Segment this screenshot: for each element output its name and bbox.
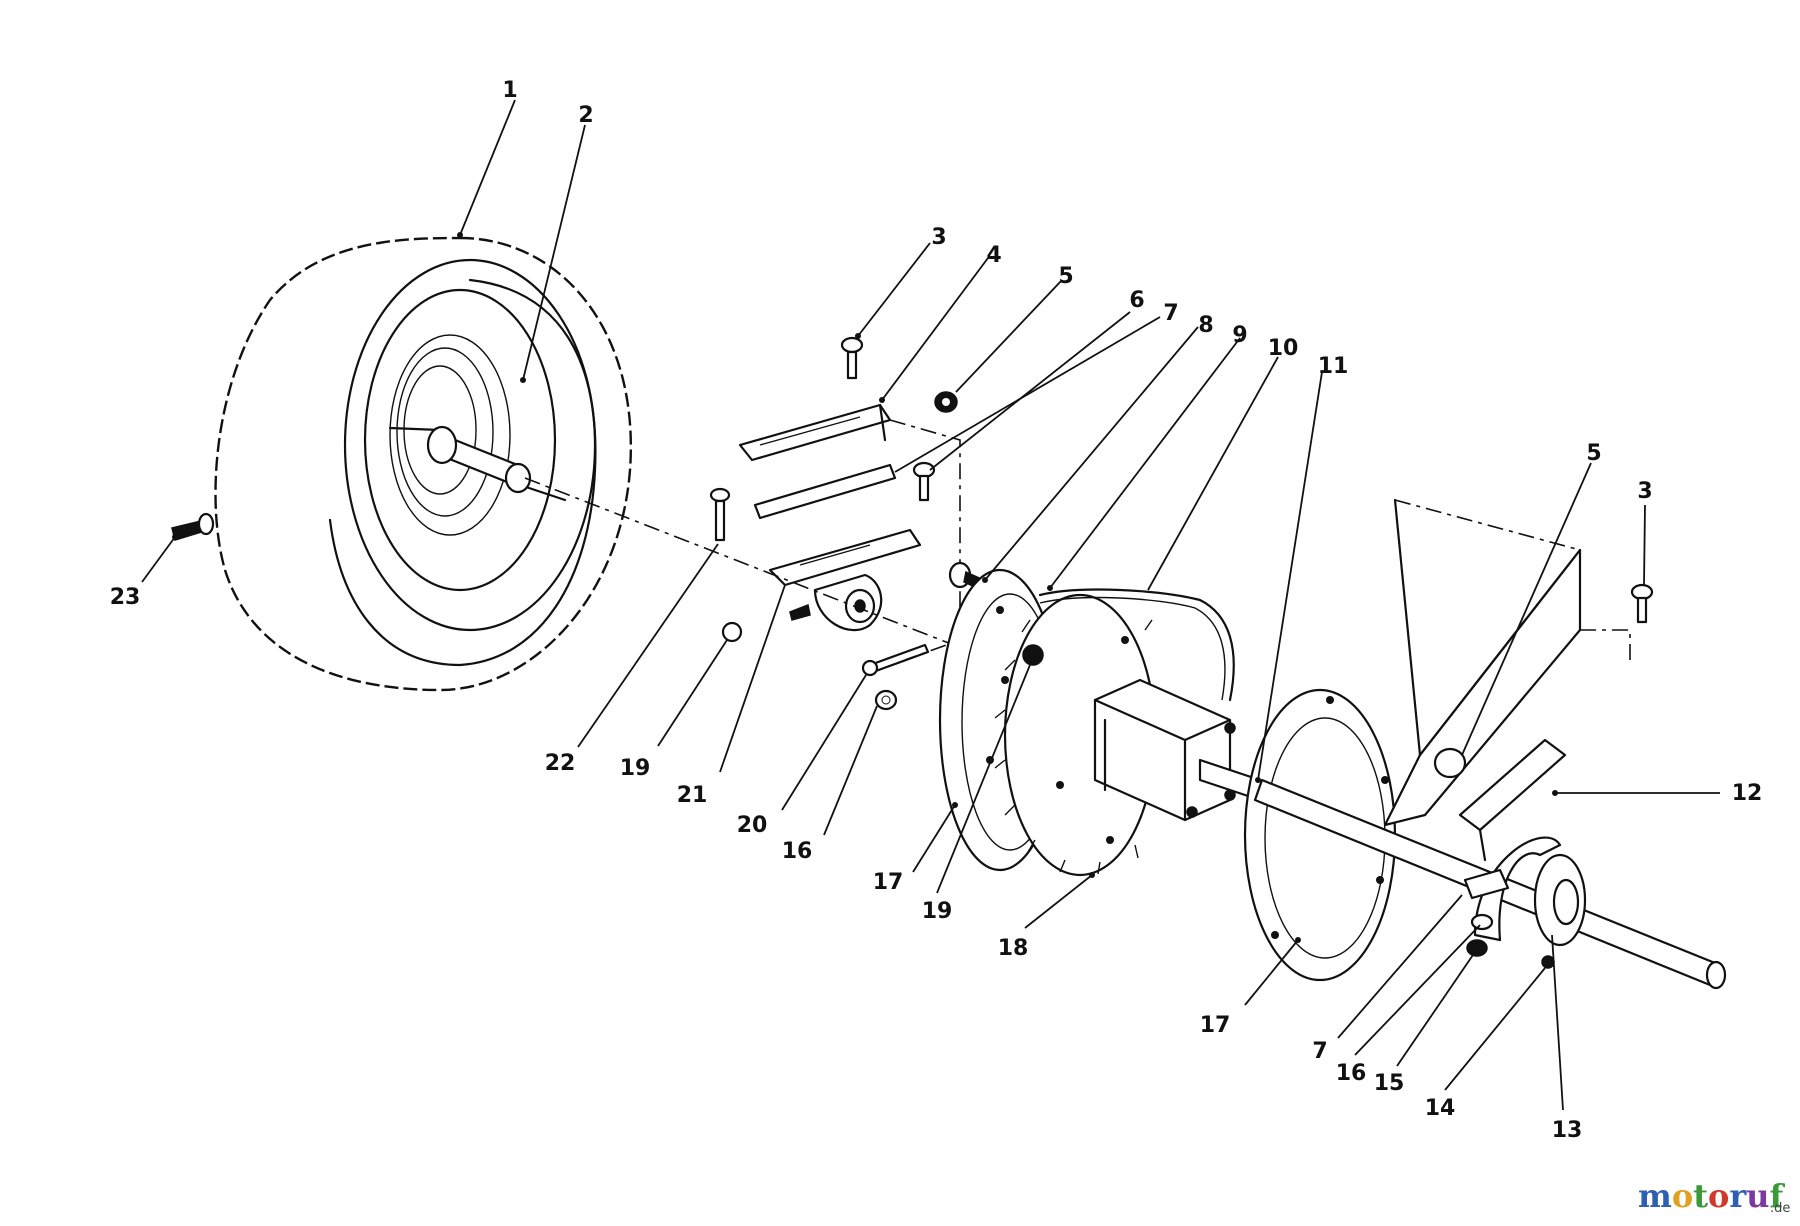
callout-8: 8 [1198,313,1213,338]
carriage-bolt-3 [840,336,864,380]
callout-4: 4 [986,243,1001,268]
bearing-bracket-21 [768,528,922,632]
wm-suffix: .de [1770,1201,1790,1216]
bracket-guide [889,419,961,661]
callout-7-right: 7 [1312,1039,1327,1064]
carriage-bolt-3-right [1630,583,1654,624]
washer-16-left [874,689,898,711]
callout-20: 20 [737,813,768,838]
callout-3-right: 3 [1637,479,1652,504]
drive-chain-9 [1038,588,1235,702]
top-bracket-4 [738,403,892,462]
leader-lines [141,99,1720,1111]
wm-t: t [1693,1177,1708,1215]
wm-f: f [1769,1177,1785,1215]
callout-15: 15 [1374,1071,1405,1096]
callout-16-left: 16 [782,839,813,864]
callout-2: 2 [578,103,593,128]
wm-o2: o [1708,1177,1729,1215]
callout-6: 6 [1129,288,1144,313]
wm-o1: o [1672,1177,1693,1215]
callout-19-left: 19 [620,756,651,781]
nut-19-right [1022,644,1044,666]
wheel-hub-shaft [426,425,532,494]
callout-5: 5 [1058,264,1073,289]
watermark-logo: motoruf .de [1638,1177,1790,1216]
carriage-bolt-22 [709,487,731,542]
axle-centerline [524,477,1096,701]
callout-7: 7 [1163,301,1178,326]
callout-22: 22 [545,751,576,776]
clamp-strap-7 [1463,836,1562,942]
right-bracket-12 [1458,738,1567,862]
callout-9: 9 [1232,323,1247,348]
callout-17-right: 17 [1200,1013,1231,1038]
callout-12: 12 [1732,781,1763,806]
callout-21: 21 [677,783,708,808]
flange-bearing-13 [1533,853,1587,947]
washer-16-right [1470,913,1494,931]
frame-tube [1383,498,1631,827]
valve-stem [171,512,215,541]
nut-5-right [1433,747,1467,779]
wm-r: r [1729,1177,1747,1215]
callout-14: 14 [1425,1096,1456,1121]
nut-15 [1466,939,1488,957]
wm-u: u [1746,1177,1769,1215]
callout-5-right: 5 [1586,441,1601,466]
callout-1: 1 [502,78,517,103]
callout-23: 23 [110,585,141,610]
callout-13: 13 [1552,1118,1583,1143]
callout-10: 10 [1268,336,1299,361]
sprocket-18 [994,593,1157,877]
svg-text:motoruf: motoruf [1638,1177,1785,1215]
bolt-6 [912,461,936,502]
callout-19-right: 19 [922,899,953,924]
setscrew-14 [1541,955,1555,969]
wheel-tire [214,236,633,692]
nut-5-upper [934,391,958,413]
callout-3: 3 [931,225,946,250]
bolt-20 [861,643,930,677]
callout-16-right: 16 [1336,1061,1367,1086]
callout-17-left: 17 [873,870,904,895]
plate-7 [753,463,897,520]
callout-labels: 1 2 3 4 5 6 7 8 9 10 11 5 3 12 13 14 15 … [110,78,1763,1143]
callout-18: 18 [998,936,1029,961]
nut-19-left [721,621,743,643]
wm-m: m [1638,1177,1672,1215]
callout-11: 11 [1318,354,1349,379]
gearbox-10 [1093,678,1236,822]
